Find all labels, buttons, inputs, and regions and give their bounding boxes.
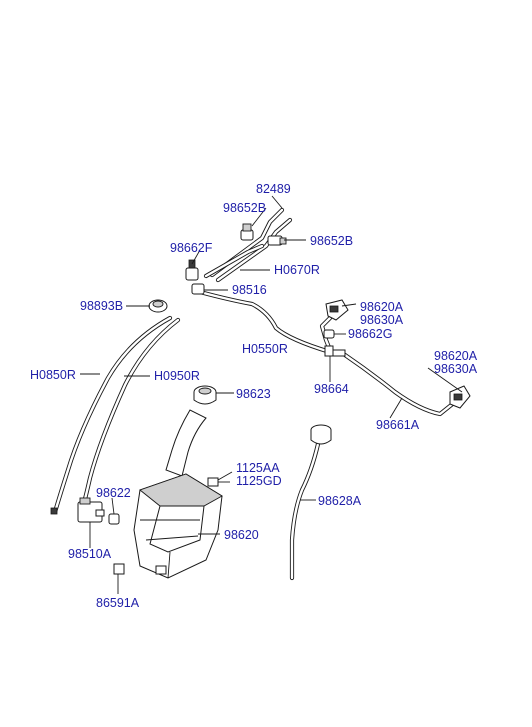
label-98620A-right: 98620A — [434, 349, 478, 363]
label-98622: 98622 — [96, 486, 131, 500]
check-valve-98516 — [191, 283, 205, 295]
label-98661A: 98661A — [376, 418, 420, 432]
leader-lines — [80, 195, 463, 594]
label-98623: 98623 — [236, 387, 271, 401]
nozzle-98620A-98630A-right — [449, 385, 471, 409]
label-98664: 98664 — [314, 382, 349, 396]
connector-98662F — [185, 259, 199, 281]
label-98893B: 98893B — [80, 299, 123, 313]
label-98630A-right: 98630A — [434, 362, 478, 376]
washer-reservoir-98620 — [133, 409, 223, 579]
hose-H0550R — [197, 289, 333, 355]
label-98510A: 98510A — [68, 547, 112, 561]
bolt-1125AA-1125GD — [207, 477, 230, 487]
label-98620A-upper: 98620A — [360, 300, 404, 314]
hose-98661A — [342, 352, 458, 417]
grommet-98893B — [148, 299, 168, 313]
label-98652B-lower: 98652B — [310, 234, 353, 248]
label-98628A: 98628A — [318, 494, 362, 508]
hose-end-left — [50, 507, 58, 515]
label-98652B-upper: 98652B — [223, 201, 266, 215]
pump-98510A — [77, 497, 105, 523]
connector-98662G — [323, 329, 335, 339]
clip-98652B-lower — [267, 235, 287, 246]
label-1125AA: 1125AA — [236, 461, 280, 475]
label-98620: 98620 — [224, 528, 259, 542]
cap-98623 — [193, 385, 217, 405]
label-H0550R: H0550R — [242, 342, 288, 356]
label-98662G: 98662G — [348, 327, 392, 341]
label-98516: 98516 — [232, 283, 267, 297]
label-82489: 82489 — [256, 182, 291, 196]
clip-98652B-upper — [240, 223, 254, 241]
hose-98628A — [289, 441, 321, 581]
hose-H0950R — [79, 317, 181, 513]
label-H0950R: H0950R — [154, 369, 200, 383]
bolt-86591A — [113, 563, 125, 575]
label-H0670R: H0670R — [274, 263, 320, 277]
hose-H0670R — [203, 243, 265, 279]
hose-H0850R — [52, 315, 173, 515]
label-86591A: 86591A — [96, 596, 140, 610]
label-1125GD: 1125GD — [236, 474, 282, 488]
sensor-plug-reservoir — [155, 565, 167, 575]
label-98662F: 98662F — [170, 241, 213, 255]
label-H0850R: H0850R — [30, 368, 76, 382]
joint-98664 — [324, 345, 346, 357]
cap-98628A — [310, 424, 332, 445]
grommet-98622 — [108, 513, 120, 525]
label-98630A-upper: 98630A — [360, 313, 404, 327]
nozzle-98620A-98630A-upper — [325, 299, 349, 321]
